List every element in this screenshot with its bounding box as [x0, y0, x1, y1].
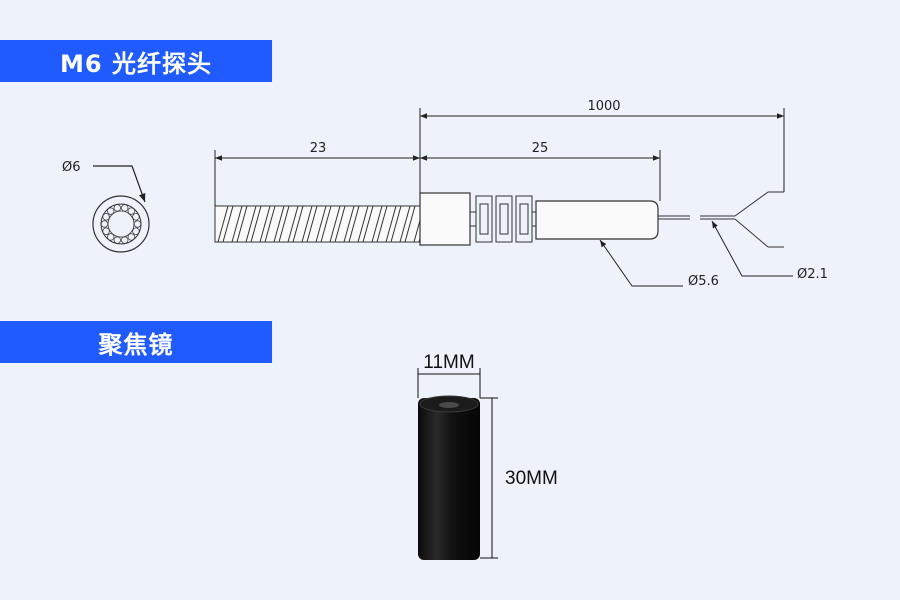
- probe-body: [535, 200, 659, 240]
- body-length-label: 25: [532, 141, 549, 156]
- ring-bead: [102, 227, 110, 235]
- ring-bead: [132, 213, 140, 221]
- thread-turn: [217, 205, 234, 243]
- ring-bead: [120, 204, 129, 212]
- thread-turn: [343, 205, 360, 243]
- focusing-lens: [418, 395, 480, 560]
- thread-turn: [315, 205, 332, 243]
- lens-height-label: 30MM: [505, 468, 558, 489]
- ring-bead: [106, 207, 115, 215]
- ring-bead: [106, 233, 115, 241]
- thread-length-label: 23: [310, 141, 327, 156]
- ring-bead: [113, 236, 121, 244]
- thread-turn: [273, 205, 290, 243]
- ring-bead: [102, 213, 110, 221]
- fiber-diameter-label: Ø2.1: [797, 267, 828, 282]
- lens-title-banner: 聚焦镜: [0, 321, 272, 363]
- thread-turn: [245, 205, 262, 243]
- ring-bead: [132, 227, 140, 235]
- lens-width-label: 11MM: [423, 352, 474, 373]
- fiber-diameter-leader: [711, 220, 793, 277]
- threaded-shaft: [214, 205, 430, 243]
- ring-bead: [100, 220, 109, 228]
- ring-leader: [93, 165, 146, 203]
- thread-turn: [357, 205, 374, 243]
- lens-width-dimension: [417, 368, 481, 398]
- ring-bead: [133, 220, 142, 228]
- spring-section: [470, 195, 536, 243]
- dimension-1000: [419, 108, 785, 193]
- lens-height-dimension: [480, 397, 498, 559]
- ring-bead: [113, 204, 121, 212]
- dimension-23: [214, 150, 421, 206]
- probe-title: M6 光纤探头: [60, 49, 212, 78]
- body-diameter-label: Ø5.6: [688, 274, 719, 289]
- ring-bead: [127, 233, 135, 241]
- thread-turn: [385, 205, 402, 243]
- thread-turn: [399, 205, 416, 243]
- dimension-25: [420, 150, 661, 201]
- fiber-cable: [658, 191, 784, 248]
- ring-diameter-label: Ø6: [62, 160, 81, 175]
- ring-bead: [120, 236, 129, 244]
- thread-turn: [287, 205, 304, 243]
- hex-nut: [419, 192, 471, 246]
- ring-bead: [127, 207, 135, 215]
- lens-title: 聚焦镜: [98, 330, 174, 359]
- thread-turn: [329, 205, 346, 243]
- thread-turn: [231, 205, 248, 243]
- body-diameter-leader: [599, 239, 683, 287]
- thread-turn: [259, 205, 276, 243]
- ring-end-view: [92, 195, 150, 253]
- thread-turn: [371, 205, 388, 243]
- cable-length-label: 1000: [587, 99, 620, 114]
- probe-title-banner: M6 光纤探头: [0, 40, 272, 82]
- thread-turn: [301, 205, 318, 243]
